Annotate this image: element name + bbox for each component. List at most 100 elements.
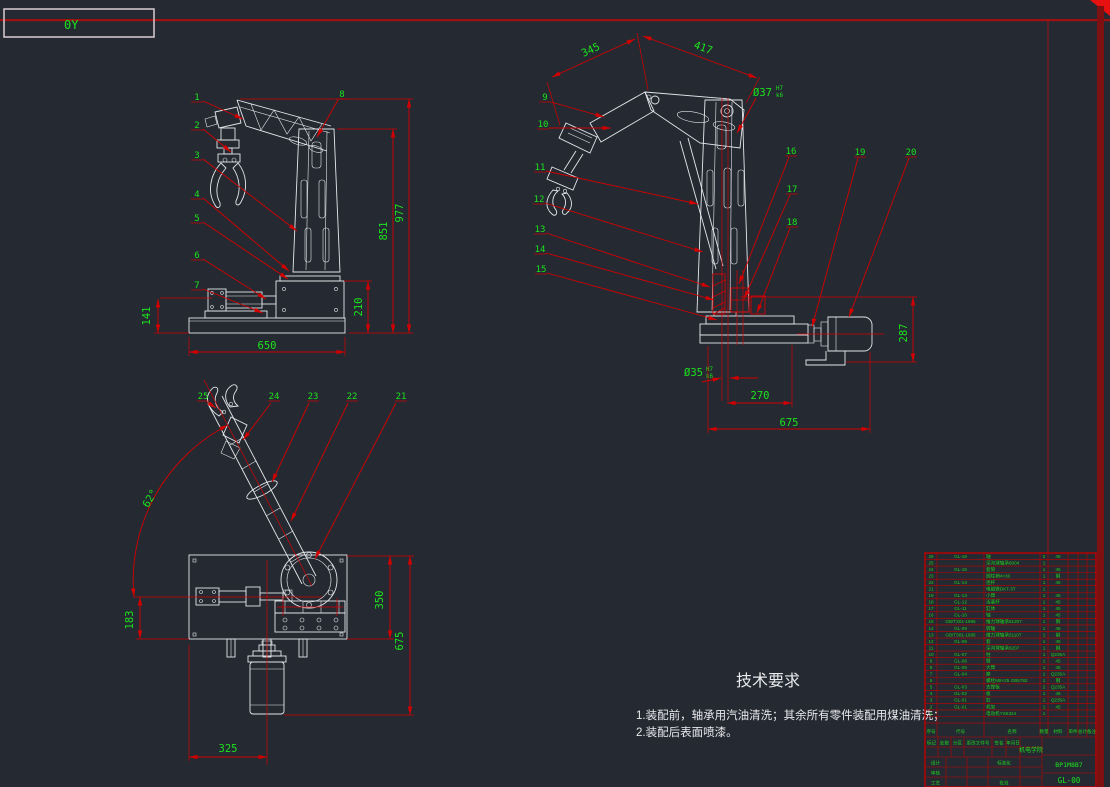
bom-cell: 25 [928, 560, 934, 565]
titleblock-label: 审核 [931, 770, 941, 777]
bom-cell: GL-06 [954, 658, 967, 663]
dim-dia37-tol-lower: k6 [776, 93, 783, 99]
tech-requirements-title: 技术要求 [736, 672, 800, 690]
callout: 9 [542, 93, 547, 103]
bom-cell: 1 [1043, 691, 1046, 696]
dim-650: 650 [258, 340, 277, 352]
dim-210: 210 [353, 298, 365, 317]
callout: 4 [194, 190, 199, 200]
side-view-geometry [546, 91, 873, 366]
top-view: 62° 183 350 675 325 21 22 23 24 25 [124, 379, 414, 765]
bom-cell: GL-03 [954, 685, 967, 690]
side-view-dimensions: 345 417 Ø37 H7 k6 287 Ø35 H7 k6 270 675 [546, 32, 917, 433]
titleblock-label: 年月日 [1006, 740, 1020, 747]
dim-345: 345 [580, 41, 602, 60]
bom-cell: 1 [1043, 678, 1046, 683]
callout: 15 [536, 265, 547, 275]
bom-cell: 9 [930, 658, 933, 663]
bom-cell: 22 [928, 580, 934, 585]
bom-cell: 1 [1043, 587, 1046, 592]
dim-675-top: 675 [394, 632, 406, 651]
bom-cell: 转轴 [986, 625, 996, 632]
dim-dia35: Ø35 [684, 367, 703, 379]
callout: 23 [308, 392, 319, 402]
bom-cell: 深沟球轴承6004 [986, 559, 1020, 566]
callout: 6 [194, 251, 199, 261]
bom-cell: 座 [986, 671, 991, 678]
bom-cell: 45 [1055, 613, 1061, 618]
titleblock-school: 机电学院 [1019, 746, 1043, 754]
bom-cell: 1 [1043, 711, 1046, 716]
bom-cell: 16 [928, 613, 934, 618]
bom-cell: 1 [1043, 573, 1046, 578]
dim-dia35-tol-lower: k6 [706, 374, 713, 380]
bom-cell: 12 [928, 639, 934, 644]
bom-cell: 45 [1055, 639, 1061, 644]
bom-cell: 2 [1043, 685, 1046, 690]
bom-cell: 45 [1055, 658, 1061, 663]
bom-cell: 45 [1055, 691, 1061, 696]
bom-cell: 1 [1043, 665, 1046, 670]
bom-cell: 缸 [986, 697, 991, 703]
bom-cell: 23 [928, 573, 934, 578]
bom-cell: 3 [930, 698, 933, 703]
bom-cell: 1 [1043, 560, 1046, 565]
titleblock-label: 签名 [994, 740, 1003, 747]
side-view-red-parts [712, 98, 884, 401]
callout: 13 [535, 225, 546, 235]
bom-cell: 轴 [986, 612, 991, 619]
titleblock-label: 设计 [931, 760, 941, 767]
bom-cell: Q235A [1051, 685, 1066, 690]
bom-cell: 螺栓M8×25 GB5782 [986, 677, 1028, 684]
bom-cell: 1 [1043, 626, 1046, 631]
callout: 11 [535, 163, 546, 173]
bom-cell: 11 [929, 645, 934, 650]
bom-cell: 1 [1043, 658, 1046, 663]
front-view-geometry [188, 99, 346, 334]
dim-325: 325 [219, 743, 238, 755]
callout: 19 [855, 148, 866, 158]
bom-cell: 1 [1043, 600, 1046, 605]
bom-cell: 10 [928, 652, 934, 657]
bom-cell: GB/T301-1995 [945, 619, 976, 624]
tech-requirements: 技术要求 1.装配前，轴承用汽油清洗；其余所有零件装配用煤油清洗； 2.装配后表… [636, 672, 945, 739]
bom-cell: 1 [1043, 567, 1046, 572]
bom-cell: 45 [1055, 554, 1061, 559]
bom-cell: 19 [928, 593, 934, 598]
bom-cell: 柱 [986, 651, 991, 658]
bom-cell: 1 [1043, 593, 1046, 598]
front-view: 141 210 650 851 977 1 2 [141, 90, 413, 356]
bom-cell: 45 [1055, 600, 1061, 605]
bom-cell: 1 [1043, 645, 1046, 650]
callout: 25 [198, 392, 209, 402]
callout: 20 [906, 148, 917, 158]
dim-977: 977 [394, 204, 406, 223]
bom-cell: 推力球轴承51207 [986, 618, 1022, 625]
bom-cell: 臂 [986, 657, 991, 664]
dim-851: 851 [378, 222, 390, 241]
bom-cell: 26 [928, 554, 934, 559]
bom-cell: 45 [1055, 580, 1061, 585]
bom-cell: 钢 [1056, 677, 1061, 684]
bom-cell: 1 [1043, 704, 1046, 709]
bom-cell: GL-15 [954, 567, 967, 572]
bom-cell: 21 [928, 587, 934, 592]
bom-cell: 1 [1043, 632, 1046, 637]
bom-cell: 套筒 [986, 566, 996, 573]
callout: 7 [194, 281, 199, 291]
bom-cell: 电磁铁DKT-3T [986, 586, 1016, 593]
bom-cell: 钢 [1056, 572, 1061, 579]
bom-cell: 2 [1043, 554, 1046, 559]
bom-cell: 名称 [1007, 728, 1017, 735]
viewport-label-box[interactable] [3, 8, 155, 38]
bom-cell: GL-12 [954, 600, 967, 605]
callout: 8 [339, 90, 344, 100]
bom-cell: GL-01 [954, 704, 967, 709]
bom-cell: 45 [1055, 567, 1061, 572]
top-view-dimensions: 62° 183 350 675 325 [124, 379, 414, 765]
bom-cell: 1 [1043, 580, 1046, 585]
tech-requirement-item: 1.装配前，轴承用汽油清洗；其余所有零件装配用煤油清洗； [636, 708, 945, 722]
bom-cell: 支撑板 [986, 684, 1000, 691]
